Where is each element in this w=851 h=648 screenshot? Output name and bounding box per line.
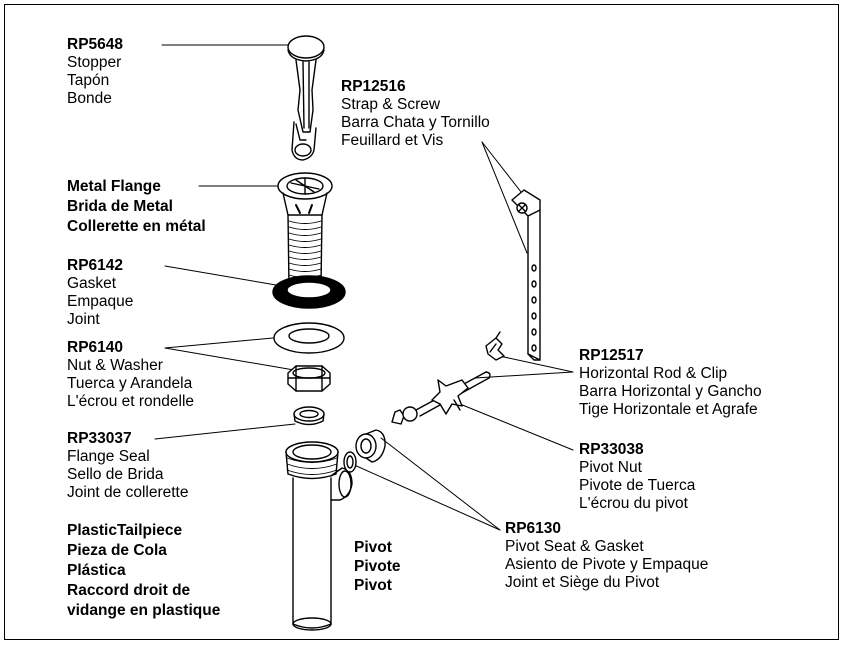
pivot-seat-line-en: Pivot Seat & Gasket [505,538,644,555]
flange-seal-code: RP33037 [67,430,132,447]
gasket-line-fr: Joint [67,311,100,328]
gasket-line-en: Gasket [67,275,117,292]
label-gasket: RP6142 Gasket Empaque Joint [67,257,133,329]
pivot-nut-line-es: Pivote de Tuerca [579,477,696,494]
pivot-seat-code: RP6130 [505,520,562,537]
rod-clip-line-es: Barra Horizontal y Gancho [579,383,762,400]
label-pivot-seat: RP6130 Pivot Seat & Gasket Asiento de Pi… [505,520,708,592]
strap-line-en: Strap & Screw [341,96,441,113]
label-strap: RP12516 Strap & Screw Barra Chata y Torn… [341,78,490,150]
flange-seal-line-es: Sello de Brida [67,466,164,483]
pivot-nut-line-en: Pivot Nut [579,459,642,476]
label-tailpiece: PlasticTailpiece Pieza de Cola Plástica … [67,521,220,621]
stopper-line-fr: Bonde [67,90,112,107]
strap-line-es: Barra Chata y Tornillo [341,114,490,131]
rod-clip-code: RP12517 [579,347,644,364]
tailpiece-line-2: Pieza de Cola [67,542,167,559]
washer-drawing [273,322,345,354]
stopper-code: RP5648 [67,36,124,53]
nut-washer-line-en: Nut & Washer [67,357,163,374]
pivot-line-en: Pivot [354,539,392,556]
pivot-seat-line-es: Asiento de Pivote y Empaque [505,556,709,573]
nut-drawing [287,365,331,392]
label-nut-washer: RP6140 Nut & Washer Tuerca y Arandela L'… [67,339,194,411]
nut-washer-line-fr: L'écrou et rondelle [67,393,195,410]
tailpiece-line-3: Plástica [67,562,126,579]
strap-drawing [511,189,541,361]
nut-washer-code: RP6140 [67,339,124,356]
strap-line-fr: Feuillard et Vis [341,132,444,149]
leader-lines [154,44,574,531]
tailpiece-line-1: PlasticTailpiece [67,522,183,539]
label-metal-flange: Metal Flange Brida de Metal Collerette e… [67,177,206,237]
pivot-line-fr: Pivot [354,577,392,594]
tailpiece-line-5: vidange en plastique [67,602,221,619]
rod-clip-drawing [485,331,505,361]
pivot-seat-line-fr: Joint et Siège du Pivot [505,574,660,591]
gasket-drawing [272,275,346,309]
pivot-line-es: Pivote [354,558,401,575]
tailpiece-line-4: Raccord droit de [67,582,191,599]
pivot-nut-code: RP33038 [579,441,644,458]
gasket-code: RP6142 [67,257,124,274]
nut-washer-line-es: Tuerca y Arandela [67,375,193,392]
flange-line-fr: Collerette en métal [67,218,206,235]
rod-clip-line-en: Horizontal Rod & Clip [579,365,728,382]
label-rod-clip: RP12517 Horizontal Rod & Clip Barra Hori… [579,347,762,419]
tailpiece-drawing [285,441,353,631]
label-stopper: RP5648 Stopper Tapón Bonde [67,36,123,108]
label-pivot: Pivot Pivote Pivot [354,538,401,595]
stopper-drawing [287,35,325,161]
flange-seal-drawing [293,406,325,426]
flange-line-en: Metal Flange [67,178,161,195]
strap-code: RP12516 [341,78,406,95]
gasket-line-es: Empaque [67,293,134,310]
flange-seal-line-fr: Joint de collerette [67,484,189,501]
pivot-nut-line-fr: L'écrou du pivot [579,495,688,512]
pivot-seat-drawing [343,429,386,473]
rod-clip-line-fr: Tige Horizontale et Agrafe [579,401,758,418]
stopper-line-es: Tapón [67,72,110,89]
metal-flange-drawing [277,172,333,291]
flange-line-es: Brida de Metal [67,198,173,215]
flange-seal-line-en: Flange Seal [67,448,150,465]
label-pivot-nut: RP33038 Pivot Nut Pivote de Tuerca L'écr… [579,441,695,513]
label-flange-seal: RP33037 Flange Seal Sello de Brida Joint… [67,430,189,502]
diagram-frame [4,4,839,640]
pivot-nut-drawing [431,379,469,415]
stopper-line-en: Stopper [67,54,122,71]
